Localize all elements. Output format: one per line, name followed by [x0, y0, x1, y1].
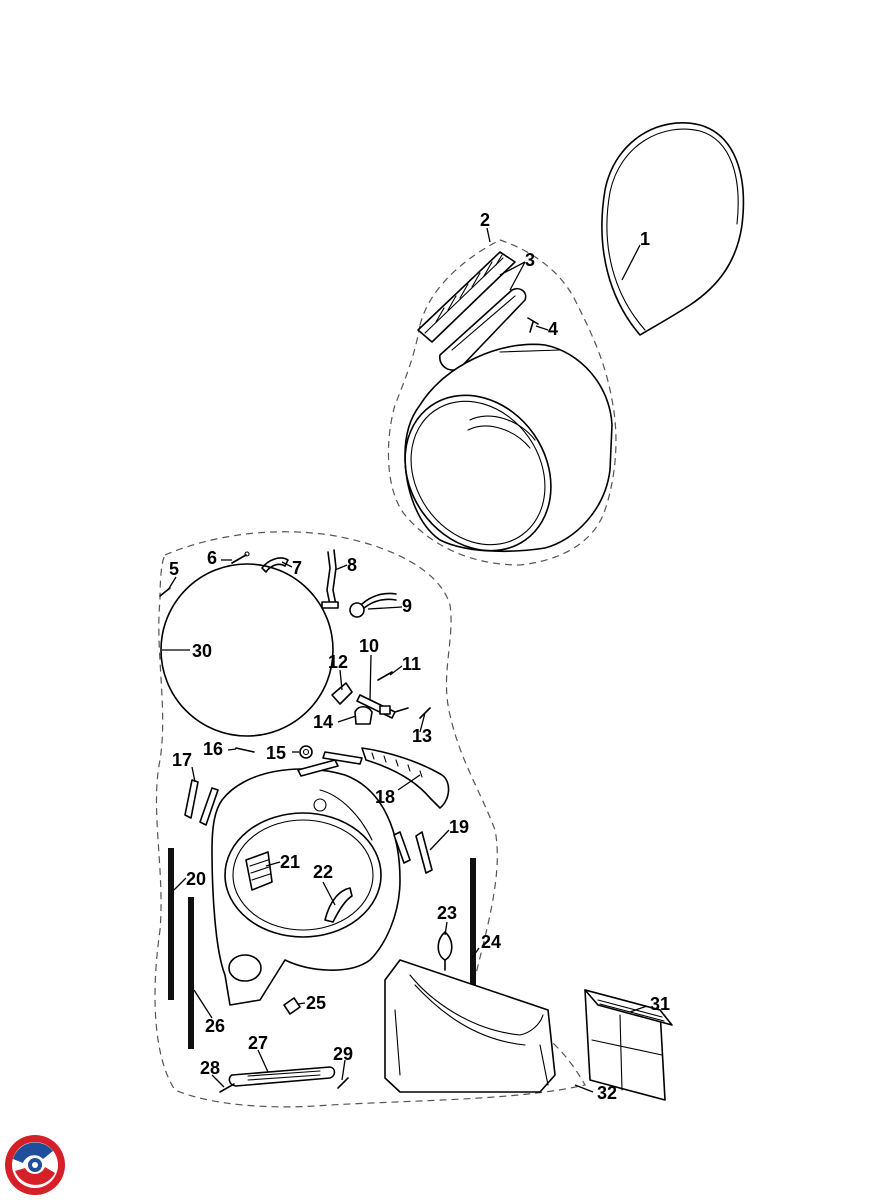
plug-25: [283, 997, 301, 1015]
lamp-23: [437, 931, 453, 971]
callout-17: 17: [172, 750, 192, 770]
clip-7: [261, 557, 289, 573]
glide-19: [393, 831, 433, 874]
callout-32: 32: [597, 1083, 617, 1103]
callout-24: 24: [481, 932, 501, 952]
grommet-15: [299, 745, 313, 759]
screw-16: [235, 747, 255, 753]
drum-baffle: [417, 251, 527, 371]
lint-vent-22: [324, 887, 353, 923]
baffle-screw: [527, 317, 539, 333]
callout-20: 20: [186, 869, 206, 889]
front-panel-group-outline: [154, 531, 586, 1108]
brand-logo: [5, 1135, 65, 1195]
callout-6: 6: [207, 548, 217, 568]
callout-14: 14: [313, 712, 333, 732]
front-seal-30: [160, 563, 334, 737]
callout-9: 9: [402, 596, 412, 616]
callout-27: 27: [248, 1033, 268, 1053]
duct-18: [361, 747, 450, 809]
rear-drum-seal: [601, 122, 745, 336]
lint-filter-31: [584, 989, 673, 1101]
bulkhead-brackets: [297, 751, 363, 777]
drum-group-outline: [387, 239, 617, 566]
callout-18: 18: [375, 787, 395, 807]
callout-1: 1: [640, 229, 650, 249]
callout-25: 25: [306, 993, 326, 1013]
callout-15: 15: [266, 743, 286, 763]
leader-lines: [162, 227, 648, 1093]
callout-23: 23: [437, 903, 457, 923]
callout-13: 13: [412, 726, 432, 746]
glide-17: [184, 779, 219, 826]
screw-11: [377, 671, 393, 681]
seal-strip-24: [470, 858, 476, 1010]
screw-29: [337, 1077, 349, 1089]
callout-11: 11: [402, 654, 421, 674]
front-bulkhead: [211, 768, 401, 1006]
callout-19: 19: [449, 817, 469, 837]
screw-28: [219, 1083, 235, 1093]
door-switch-9: [349, 592, 397, 618]
light-assembly-10: [356, 694, 409, 719]
callout-7: 7: [292, 558, 302, 578]
callout-31: 31: [650, 994, 670, 1014]
screw-6: [231, 551, 250, 564]
lower-front-panel: [384, 959, 556, 1093]
callout-30: 30: [192, 641, 212, 661]
callout-22: 22: [313, 862, 333, 882]
callout-28: 28: [200, 1058, 220, 1078]
callout-21: 21: [280, 852, 300, 872]
toe-grille-27: [228, 1066, 336, 1087]
callout-16: 16: [203, 739, 223, 759]
dryer-drum: [404, 343, 613, 553]
callout-3: 3: [525, 250, 535, 270]
lamp-socket-14: [354, 705, 373, 725]
lint-vent-21: [245, 851, 273, 891]
callout-26: 26: [205, 1016, 225, 1036]
seal-strip-26: [188, 897, 194, 1049]
callout-labels: 1 2 3 4 5 6 7 8 9 10 11 12 13 14 15 16 1…: [169, 210, 670, 1103]
callout-4: 4: [548, 319, 558, 339]
callout-8: 8: [347, 555, 357, 575]
callout-29: 29: [333, 1044, 353, 1064]
wire-harness-8: [321, 549, 339, 609]
callout-2: 2: [480, 210, 490, 230]
callout-10: 10: [359, 636, 379, 656]
callout-5: 5: [169, 559, 179, 579]
seal-strip-20: [168, 848, 174, 1000]
callout-12: 12: [328, 652, 348, 672]
